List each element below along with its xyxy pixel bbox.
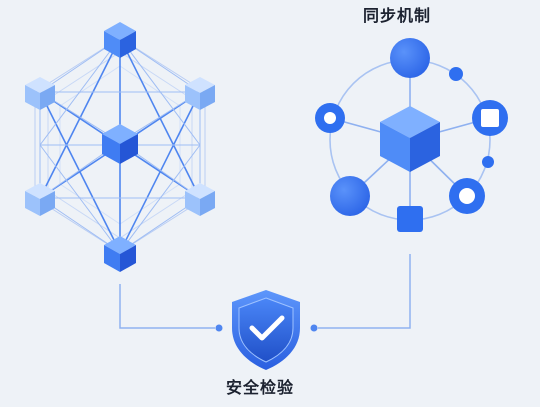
cube-center	[102, 124, 138, 164]
shield-check-icon	[232, 290, 300, 370]
network-graph	[25, 22, 215, 272]
cube-bottom	[104, 236, 136, 272]
sync-cluster	[315, 38, 508, 232]
sync-node-bottom-square	[397, 206, 423, 232]
sync-center-cube	[380, 106, 440, 172]
sync-node-bottom-right-ring	[449, 178, 485, 214]
cube-upper-right	[185, 77, 215, 110]
connector-lines	[119, 254, 411, 329]
sync-node-right-square	[472, 100, 508, 136]
sync-node-left-ring	[315, 103, 345, 133]
sync-mechanism-label: 同步机制	[363, 6, 432, 25]
security-check-label: 安全检验	[226, 378, 295, 397]
sync-node-bottom-left	[330, 176, 370, 216]
cube-lower-right	[185, 183, 215, 216]
cube-lower-left	[25, 183, 55, 216]
sync-dot-right	[482, 156, 494, 168]
sync-node-top	[390, 38, 430, 78]
cube-upper-left	[25, 77, 55, 110]
cube-top	[104, 22, 136, 58]
sync-dot-top-right	[449, 67, 463, 81]
